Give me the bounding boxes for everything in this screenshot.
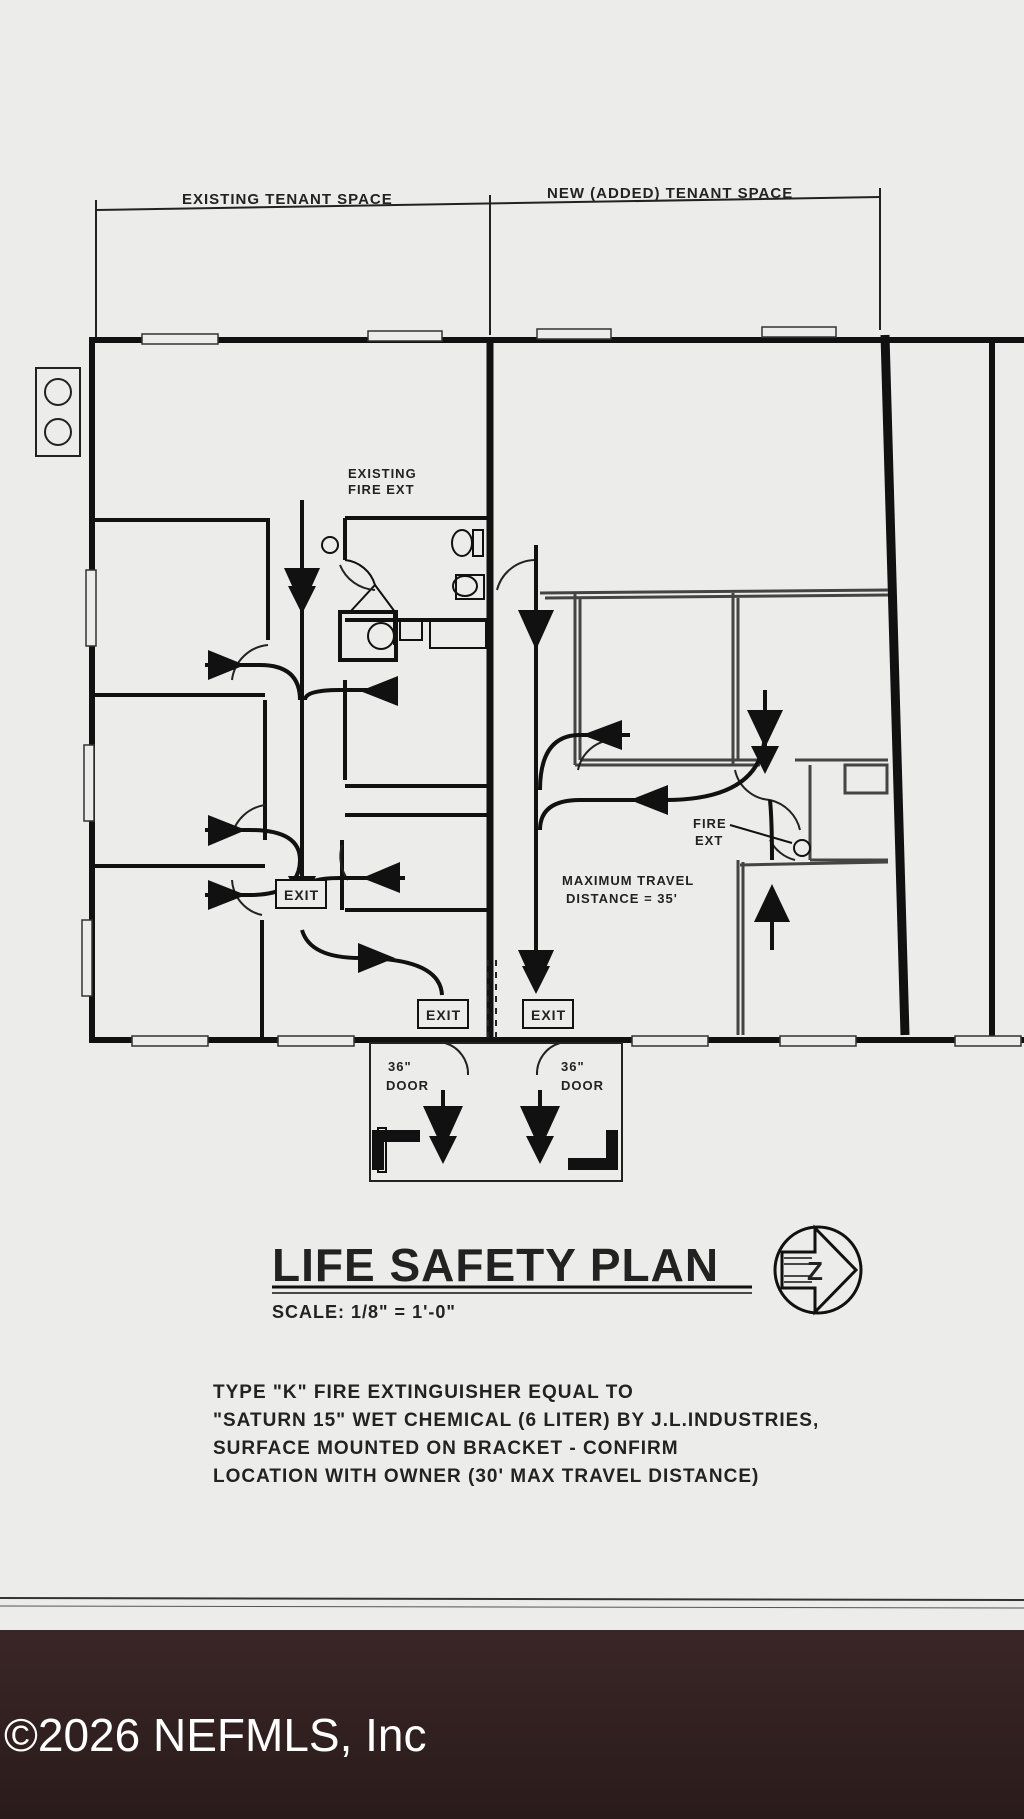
door-size-left: 36" — [388, 1059, 412, 1074]
photo-background — [0, 1630, 1024, 1819]
exit-label: EXIT — [531, 1007, 566, 1023]
extinguisher-notes: TYPE "K" FIRE EXTINGUISHER EQUAL TO "SAT… — [213, 1382, 819, 1487]
max-travel-label-2: DISTANCE = 35' — [566, 891, 678, 906]
note-line-2: "SATURN 15" WET CHEMICAL (6 LITER) BY J.… — [213, 1410, 819, 1431]
restroom-fixtures — [344, 529, 487, 650]
meter-box — [35, 367, 81, 457]
fire-ext-label-2: EXT — [695, 833, 723, 848]
fire-ext-label-1: FIRE — [693, 816, 727, 831]
building-walls — [89, 334, 1024, 1043]
max-travel-label-1: MAXIMUM TRAVEL — [562, 873, 694, 888]
note-line-1: TYPE "K" FIRE EXTINGUISHER EQUAL TO — [213, 1382, 634, 1403]
door-size-right: 36" — [561, 1059, 585, 1074]
interior-walls-new — [539, 588, 889, 1035]
existing-fire-ext-label-2: FIRE EXT — [348, 482, 415, 497]
north-arrow-icon: Z — [773, 1224, 863, 1316]
fire-extinguisher-icons — [321, 536, 811, 857]
sheet-border-thin — [0, 1605, 1024, 1609]
existing-space-label: EXISTING TENANT SPACE — [182, 191, 393, 208]
north-letter: Z — [807, 1256, 824, 1286]
interior-walls-existing — [92, 516, 488, 1040]
scale-label: SCALE: 1/8" = 1'-0" — [272, 1302, 456, 1322]
windows — [81, 326, 1022, 1047]
life-safety-plan-drawing: EXISTING TENANT SPACE NEW (ADDED) TENANT… — [0, 185, 1024, 1609]
note-line-3: SURFACE MOUNTED ON BRACKET - CONFIRM — [213, 1438, 679, 1459]
new-space-label: NEW (ADDED) TENANT SPACE — [547, 185, 793, 202]
door-word-left: DOOR — [386, 1078, 429, 1093]
planter-corner-right — [568, 1130, 618, 1170]
door-word-right: DOOR — [561, 1078, 604, 1093]
note-line-4: LOCATION WITH OWNER (30' MAX TRAVEL DIST… — [213, 1466, 759, 1487]
plan-title: LIFE SAFETY PLAN — [272, 1239, 719, 1291]
drawing-sheet — [0, 0, 1024, 1630]
fire-ext-leader — [729, 824, 793, 844]
planter-corner-left — [372, 1127, 420, 1173]
copyright-watermark: ©2026 NEFMLS, Inc — [4, 1709, 427, 1761]
exit-label: EXIT — [284, 887, 319, 903]
exit-sign-right-door: EXIT — [522, 999, 574, 1029]
sheet-border — [0, 1597, 1024, 1601]
existing-fire-ext-label-1: EXISTING — [348, 466, 417, 481]
exit-sign-corridor: EXIT — [275, 879, 327, 909]
egress-arrowheads — [208, 568, 790, 1150]
entry-vestibule — [369, 960, 623, 1182]
dimension-line — [95, 188, 881, 340]
exit-sign-left-door: EXIT — [417, 999, 469, 1029]
exit-label: EXIT — [426, 1007, 461, 1023]
